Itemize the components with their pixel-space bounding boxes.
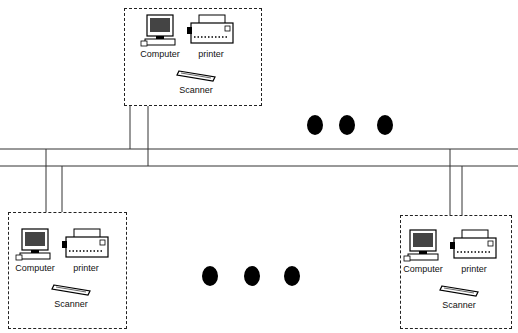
drop-line <box>46 149 47 212</box>
bus-line <box>0 166 518 167</box>
drop-line <box>462 166 463 215</box>
ellipsis-dot <box>307 115 323 135</box>
device-label: Scanner <box>54 299 88 309</box>
drop-line <box>130 106 131 149</box>
device-label: Computer <box>403 264 443 274</box>
workstation-box: Computer printerScanner <box>124 8 262 106</box>
ellipsis-dot <box>339 115 355 135</box>
drop-line <box>62 166 63 212</box>
drop-line <box>450 149 451 215</box>
ellipsis-dot <box>202 266 218 286</box>
workstation-box: Computer printerScanner <box>8 212 127 329</box>
ellipsis-dot <box>284 266 300 286</box>
device-label: Scanner <box>442 300 476 310</box>
device-label: printer <box>198 49 224 59</box>
workstation-box: Computer printerScanner <box>400 215 512 329</box>
ellipsis-dot <box>244 266 260 286</box>
ellipsis-dot <box>377 115 393 135</box>
device-label: printer <box>461 264 487 274</box>
bus-line <box>0 149 518 150</box>
device-label: Computer <box>140 49 180 59</box>
device-label: Computer <box>15 263 55 273</box>
device-label: printer <box>73 263 99 273</box>
drop-line <box>148 106 149 166</box>
device-label: Scanner <box>179 85 213 95</box>
